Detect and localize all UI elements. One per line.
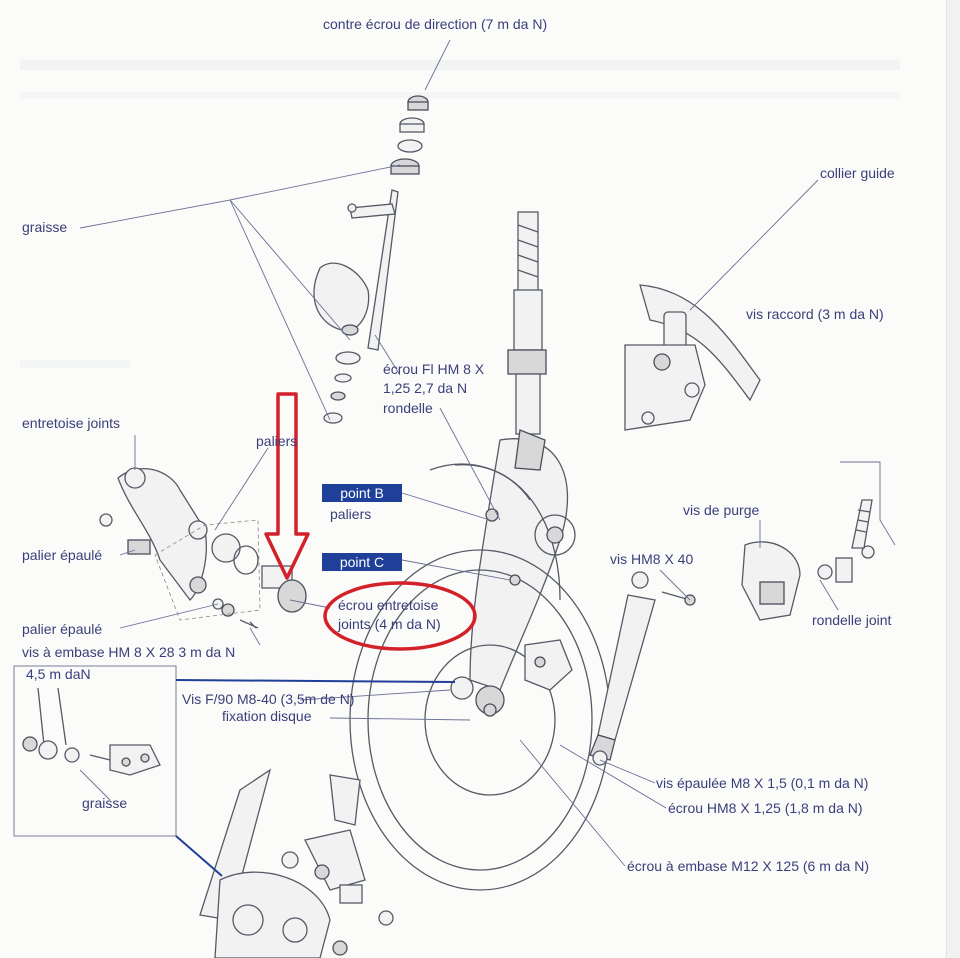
label-paliers: paliers	[330, 506, 371, 522]
swingarm-link	[99, 467, 307, 629]
steering-column	[313, 189, 399, 424]
label-rondelle-joint: rondelle joint	[812, 612, 891, 628]
label-ecrou-entretoise-2: joints (4 m da N)	[337, 616, 441, 632]
point-c-label: point C	[340, 554, 384, 570]
label-ecrou-entretoise-1: écrou entretoise	[338, 597, 439, 613]
point-b-badge: point B	[322, 484, 402, 502]
label-ecrou-hm8: écrou HM8 X 1,25 (1,8 m da N)	[668, 800, 863, 816]
label-palier-epaule-1: palier épaulé	[22, 547, 102, 563]
label-fixation-disque: fixation disque	[222, 708, 312, 724]
fork-tube	[507, 211, 547, 435]
label-vis-raccord: vis raccord (3 m da N)	[746, 306, 884, 322]
shock-absorber	[589, 571, 696, 766]
label-palier-epaule-2: palier épaulé	[22, 621, 102, 637]
label-entretoise-joints: entretoise joints	[22, 415, 120, 431]
label-ecrou-embase: écrou à embase M12 X 125 (6 m da N)	[627, 858, 869, 874]
label-ecrou-fl-1: écrou Fl HM 8 X	[383, 361, 485, 377]
label-collier-guide: collier guide	[820, 165, 895, 181]
label-vis-embase: vis à embase HM 8 X 28 3 m da N	[22, 644, 235, 660]
label-vis-hm8-40: vis HM8 X 40	[610, 551, 693, 567]
point-b-label: point B	[340, 485, 384, 501]
labels: contre écrou de direction (7 m da N) col…	[22, 16, 895, 874]
red-down-arrow-icon	[264, 392, 310, 580]
label-paliers-top: paliers	[256, 433, 297, 449]
guide-collar-bracket	[624, 284, 761, 431]
label-graisse-top: graisse	[22, 219, 67, 235]
brake-caliper-center	[524, 639, 573, 691]
leader-lines	[79, 39, 839, 867]
label-torque-45: 4,5 m daN	[26, 666, 91, 682]
red-highlight-ellipse	[323, 581, 477, 651]
label-vis-de-purge: vis de purge	[683, 502, 759, 518]
label-contre-ecrou: contre écrou de direction (7 m da N)	[323, 16, 547, 32]
label-vis-f90: Vis F/90 M8-40 (3,5m de N)	[182, 691, 354, 707]
steering-nut-stack	[390, 95, 429, 175]
page-edge-strip	[946, 0, 960, 958]
inset-detail	[13, 665, 177, 837]
label-graisse-bottom: graisse	[82, 795, 127, 811]
label-rondelle: rondelle	[383, 400, 433, 416]
label-ecrou-fl-2: 1,25 2,7 da N	[383, 380, 467, 396]
blue-callout-lines	[175, 679, 456, 877]
lower-fork-bracket	[199, 768, 394, 958]
brake-caliper-right	[741, 461, 896, 621]
scan-artifacts	[20, 60, 900, 368]
point-c-badge: point C	[322, 553, 402, 571]
label-vis-epaulee: vis épaulée M8 X 1,5 (0,1 m da N)	[656, 775, 868, 791]
